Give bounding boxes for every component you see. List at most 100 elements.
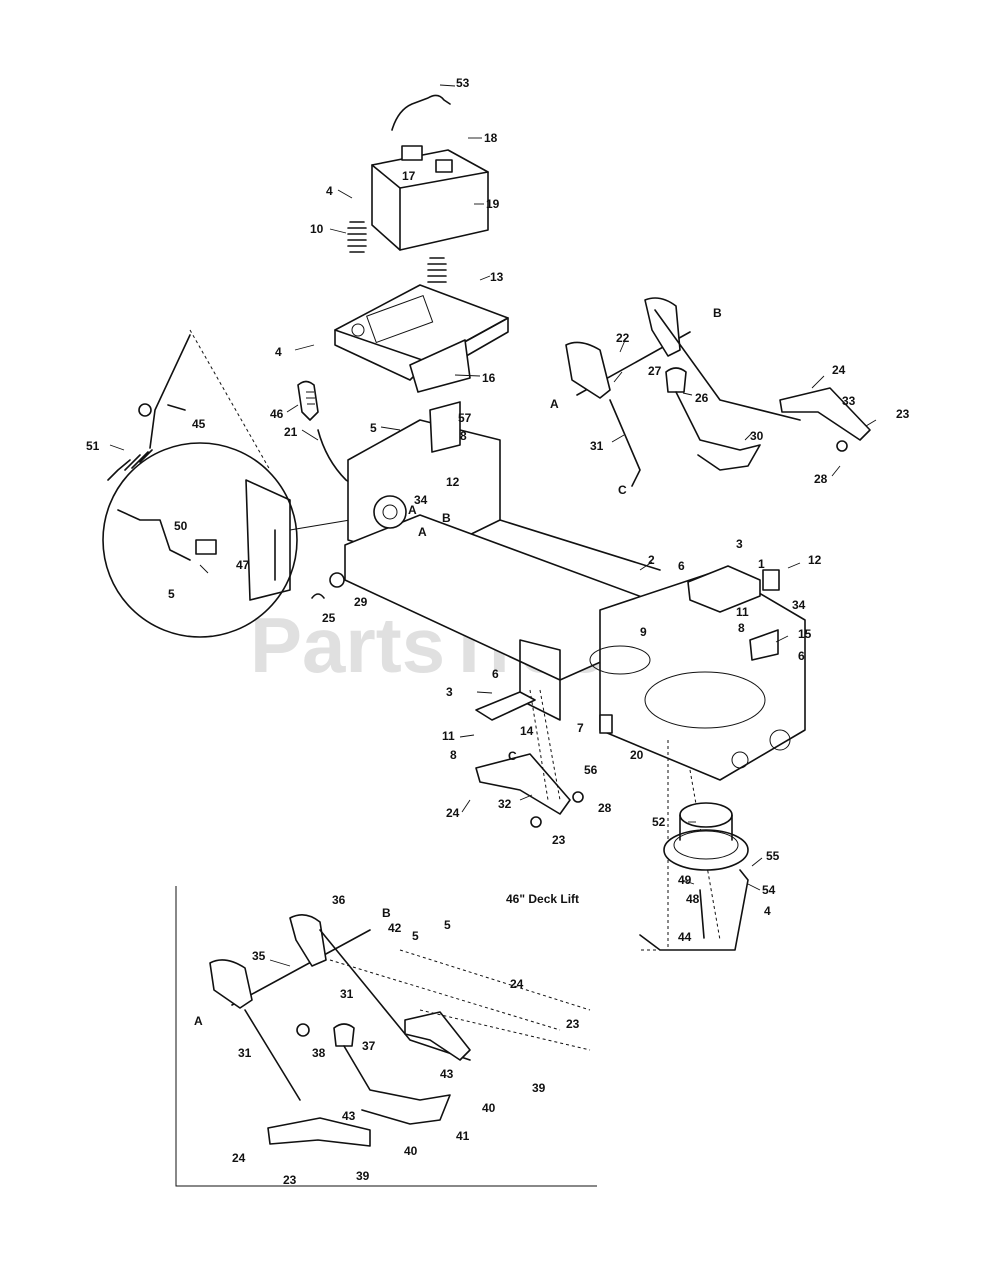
- callout-24: 24: [232, 1151, 246, 1165]
- callout-4: 4: [764, 904, 771, 918]
- callout-1: 1: [758, 557, 765, 571]
- rod-30: [654, 309, 801, 421]
- battery-tray-13: [334, 284, 509, 381]
- callout-5: 5: [370, 421, 377, 435]
- callout-56: 56: [584, 763, 598, 777]
- callout-30: 30: [750, 429, 764, 443]
- callout-23: 23: [283, 1173, 297, 1187]
- callout-57: 57: [458, 411, 472, 425]
- callout-31: 31: [340, 987, 354, 1001]
- callout-3: 3: [736, 537, 743, 551]
- callout-26: 26: [695, 391, 709, 405]
- deck-lift-inset: 46" Deck Lift: [175, 886, 597, 1187]
- letter-C: C: [618, 483, 627, 497]
- callout-48: 48: [686, 892, 700, 906]
- link-33: [779, 387, 871, 452]
- link-32: [475, 753, 584, 828]
- lift-shaft-22: [565, 297, 691, 399]
- letter-A: A: [408, 503, 417, 517]
- callout-37: 37: [362, 1039, 376, 1053]
- pulley-52: [663, 802, 749, 871]
- frame-2: [344, 419, 806, 781]
- bracket-34-right: [762, 569, 780, 591]
- callout-24: 24: [832, 363, 846, 377]
- callout-15: 15: [798, 627, 812, 641]
- bracket-16: [409, 339, 471, 393]
- detail-circle: [102, 329, 351, 638]
- callout-19: 19: [486, 197, 500, 211]
- callout-2: 2: [648, 553, 655, 567]
- battery-cable-53: [391, 94, 451, 131]
- callout-22: 22: [616, 331, 630, 345]
- callout-10: 10: [310, 222, 324, 236]
- bracket-57: [429, 401, 461, 453]
- callout-53: 53: [456, 76, 470, 90]
- callout-41: 41: [456, 1129, 470, 1143]
- callout-34: 34: [414, 493, 428, 507]
- callout-20: 20: [630, 748, 644, 762]
- callout-39: 39: [532, 1081, 546, 1095]
- pin-45: [167, 404, 186, 411]
- callout-5: 5: [444, 918, 451, 932]
- callout-43: 43: [440, 1067, 454, 1081]
- callout-29: 29: [354, 595, 368, 609]
- callout-6: 6: [492, 667, 499, 681]
- bracket-1: [687, 565, 761, 613]
- handle-26: [665, 367, 761, 471]
- letter-A: A: [550, 397, 559, 411]
- callout-8: 8: [460, 429, 467, 443]
- battery-19: [371, 145, 489, 251]
- callout-16: 16: [482, 371, 496, 385]
- callout-38: 38: [312, 1046, 326, 1060]
- callout-9: 9: [640, 625, 647, 639]
- callout-40: 40: [482, 1101, 496, 1115]
- callout-27: 27: [648, 364, 662, 378]
- callout-21: 21: [284, 425, 298, 439]
- callout-8: 8: [738, 621, 745, 635]
- callout-54: 54: [762, 883, 776, 897]
- callout-12: 12: [446, 475, 460, 489]
- callout-39: 39: [356, 1169, 370, 1183]
- letter-A: A: [418, 525, 427, 539]
- callout-24: 24: [510, 977, 524, 991]
- callout-11: 11: [442, 729, 455, 743]
- letter-B: B: [442, 511, 451, 525]
- callout-45: 45: [192, 417, 206, 431]
- callout-28: 28: [814, 472, 828, 486]
- callout-43: 43: [342, 1109, 356, 1123]
- pulley-34: [373, 495, 407, 529]
- callout-labels: 53 18 17 19 4 10 13 4 16 46 45 51 5 57 8…: [86, 76, 910, 1187]
- plate-20: [599, 714, 613, 734]
- callout-36: 36: [332, 893, 346, 907]
- callout-31: 31: [238, 1046, 252, 1060]
- callout-44: 44: [678, 930, 692, 944]
- callout-47: 47: [236, 558, 250, 572]
- callout-46: 46: [270, 407, 284, 421]
- callout-6: 6: [798, 649, 805, 663]
- callout-4: 4: [275, 345, 282, 359]
- bracket-15: [749, 629, 779, 661]
- clip-25: [311, 593, 325, 599]
- letter-B: B: [713, 306, 722, 320]
- callout-52: 52: [652, 815, 666, 829]
- callout-6: 6: [678, 559, 685, 573]
- callout-4: 4: [326, 184, 333, 198]
- callout-42: 42: [388, 921, 402, 935]
- callout-35: 35: [252, 949, 266, 963]
- spring-10-left: [347, 221, 367, 253]
- callout-8: 8: [450, 748, 457, 762]
- bolt-44: [699, 889, 705, 939]
- callout-28: 28: [598, 801, 612, 815]
- callout-23: 23: [896, 407, 910, 421]
- belt-guide-55: [639, 869, 749, 951]
- spring-51: [107, 334, 191, 481]
- callout-7: 7: [577, 721, 584, 735]
- callout-23: 23: [552, 833, 566, 847]
- callout-51: 51: [86, 439, 100, 453]
- lift-handle-21: [317, 429, 369, 496]
- callout-12: 12: [808, 553, 822, 567]
- callout-32: 32: [498, 797, 512, 811]
- bracket-14: [475, 691, 536, 721]
- letter-C: C: [508, 749, 517, 763]
